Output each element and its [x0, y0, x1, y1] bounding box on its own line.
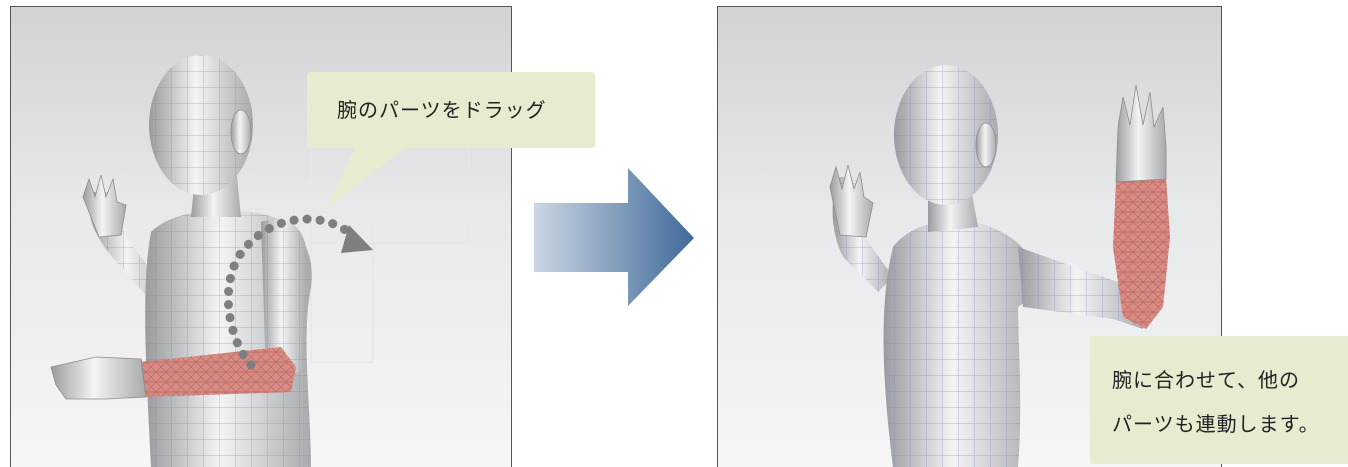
linked-parts-callout: 腕に合わせて、他の パーツも連動します。 — [1090, 336, 1348, 464]
dotted-curved-arrow-icon — [223, 214, 373, 370]
drag-instruction-text: 腕のパーツをドラッグ — [337, 98, 547, 122]
linked-parts-text-line1: 腕に合わせて、他の — [1112, 368, 1300, 392]
linked-parts-text-line2: パーツも連動します。 — [1112, 412, 1320, 436]
mannequin-figure-before — [50, 55, 470, 467]
mannequin-figure-after — [829, 65, 1170, 467]
drag-instruction-callout: 腕のパーツをドラッグ — [307, 72, 595, 148]
right-arrow-icon — [534, 168, 694, 306]
